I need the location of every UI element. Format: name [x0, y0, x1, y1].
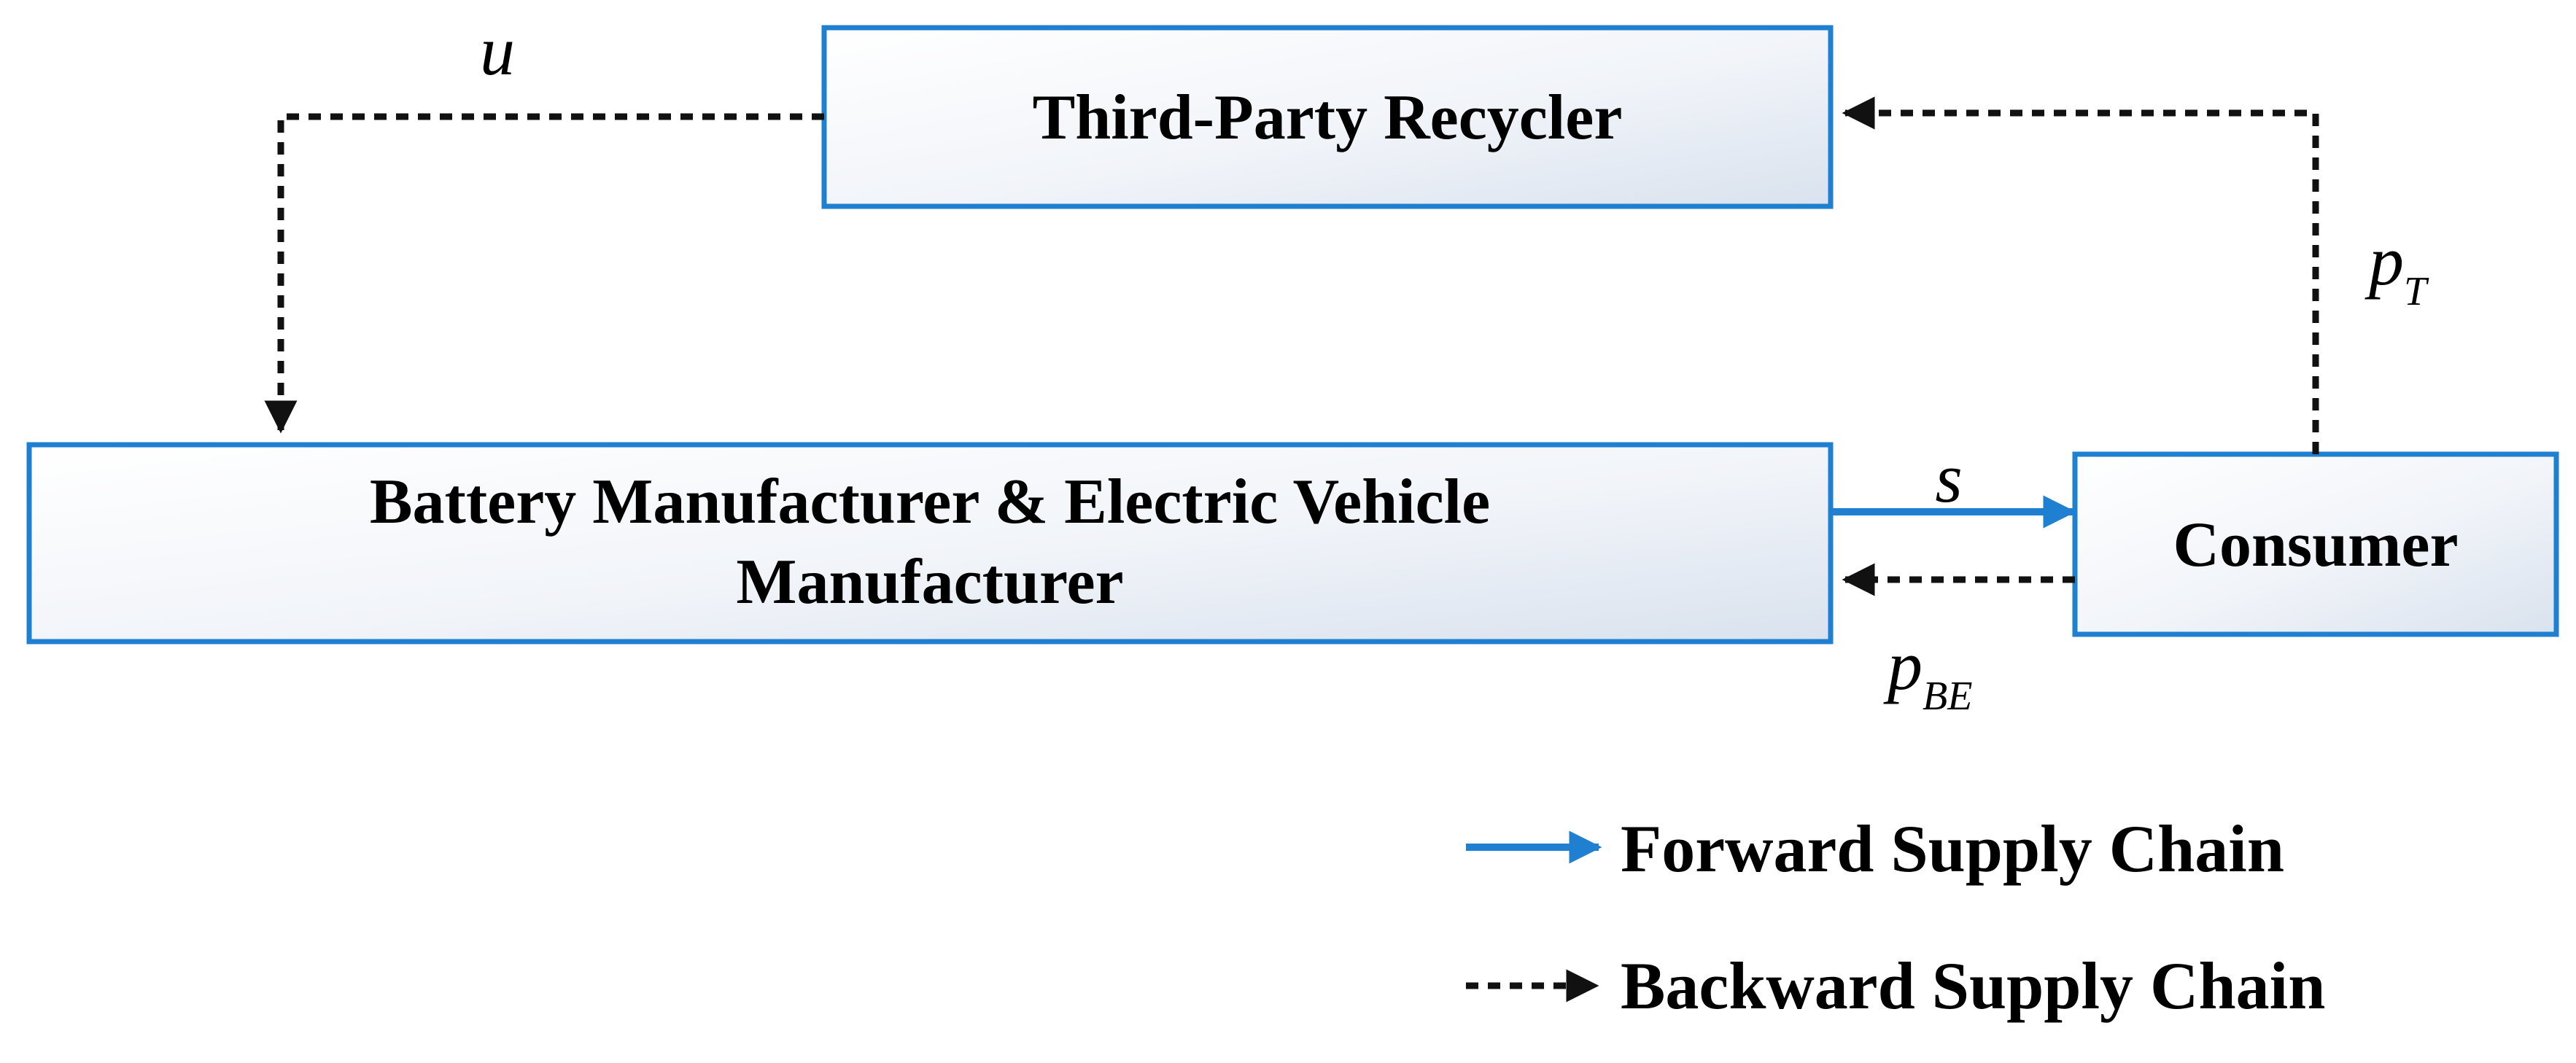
legend: Forward Supply Chain Backward Supply Cha…: [1466, 811, 2325, 1023]
manufacturer-node: Battery Manufacturer & Electric Vehicle …: [26, 442, 1834, 645]
flow-pbe-subscript: BE: [1923, 674, 1972, 719]
manufacturer-label-line1: Battery Manufacturer & Electric Vehicle: [370, 467, 1490, 537]
legend-forward-label: Forward Supply Chain: [1621, 811, 2284, 886]
recycler-label: Third-Party Recycler: [1033, 82, 1623, 153]
flow-pt-arrow: [1842, 96, 2319, 454]
flow-pt-label: pT: [2364, 222, 2429, 314]
consumer-node: Consumer: [2072, 451, 2559, 637]
flow-pt-symbol: p: [2364, 222, 2404, 300]
consumer-label: Consumer: [2173, 510, 2458, 580]
flow-u-label: u: [480, 12, 515, 90]
manufacturer-label-line2: Manufacturer: [736, 547, 1123, 618]
recycler-box: [821, 25, 1834, 209]
flow-pt-subscript: T: [2404, 269, 2429, 314]
flow-pbe-symbol: p: [1883, 626, 1923, 704]
legend-backward-label: Backward Supply Chain: [1621, 949, 2325, 1023]
flow-s-label: s: [1935, 439, 1962, 517]
flow-pbe-label: pBE: [1883, 626, 1972, 719]
flow-u-arrow: [264, 113, 824, 434]
recycler-node: Third-Party Recycler: [821, 25, 1834, 209]
manufacturer-box: [26, 442, 1834, 645]
